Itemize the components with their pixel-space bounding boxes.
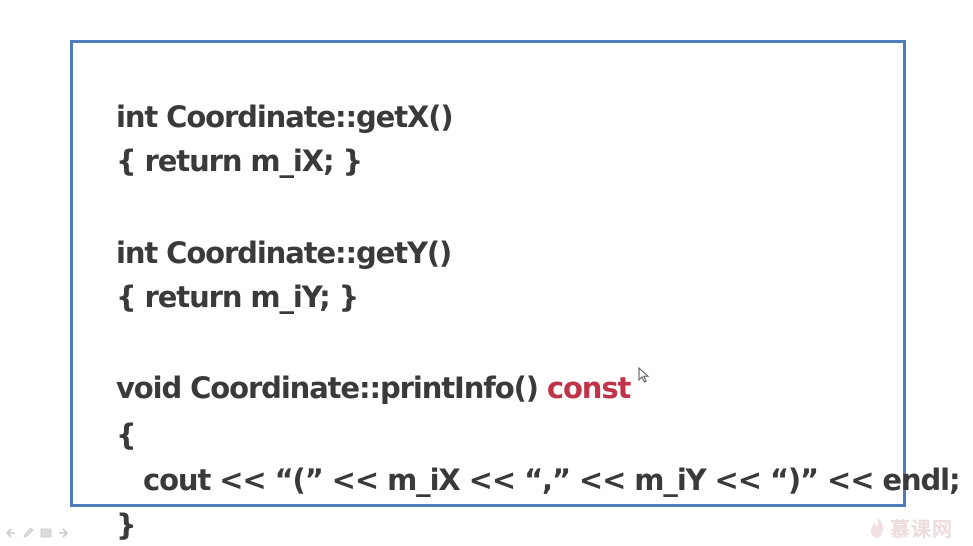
- arrow-left-icon[interactable]: [4, 527, 16, 539]
- slideshow-toolbar: [4, 526, 70, 540]
- code-text: { return m_iY; }: [116, 280, 359, 314]
- code-text: cout << “(” << m_iX << “,” << m_iY << “)…: [116, 463, 961, 497]
- code-line-7: void Coordinate::printInfo() const: [80, 322, 631, 405]
- flame-logo-icon: [871, 516, 884, 538]
- code-line-10: }: [80, 459, 137, 542]
- code-text: int Coordinate::getX(): [116, 100, 454, 134]
- code-line-1: int Coordinate::getX(): [80, 51, 454, 134]
- code-line-6: [80, 276, 116, 320]
- code-line-9: cout << “(” << m_iX << “,” << m_iY << “)…: [80, 414, 961, 497]
- watermark-text: 慕课网: [890, 516, 953, 541]
- code-line-8: {: [80, 369, 137, 452]
- code-line-5: { return m_iY; }: [80, 231, 359, 314]
- code-box: [70, 40, 906, 507]
- const-keyword: const: [546, 371, 631, 405]
- code-text: { return m_iX; }: [116, 144, 363, 178]
- arrow-right-icon[interactable]: [58, 527, 70, 539]
- watermark: 慕课网: [868, 512, 953, 542]
- code-line-3: [80, 139, 116, 183]
- code-text: {: [116, 418, 137, 452]
- mouse-pointer-icon: [638, 367, 650, 383]
- code-text: int Coordinate::getY(): [116, 236, 452, 270]
- pen-icon[interactable]: [22, 527, 34, 539]
- code-text: }: [116, 508, 137, 542]
- code-line-2: { return m_iX; }: [80, 95, 363, 178]
- menu-icon[interactable]: [40, 527, 52, 539]
- code-line-4: int Coordinate::getY(): [80, 187, 452, 270]
- code-text: void Coordinate::printInfo(): [116, 371, 547, 405]
